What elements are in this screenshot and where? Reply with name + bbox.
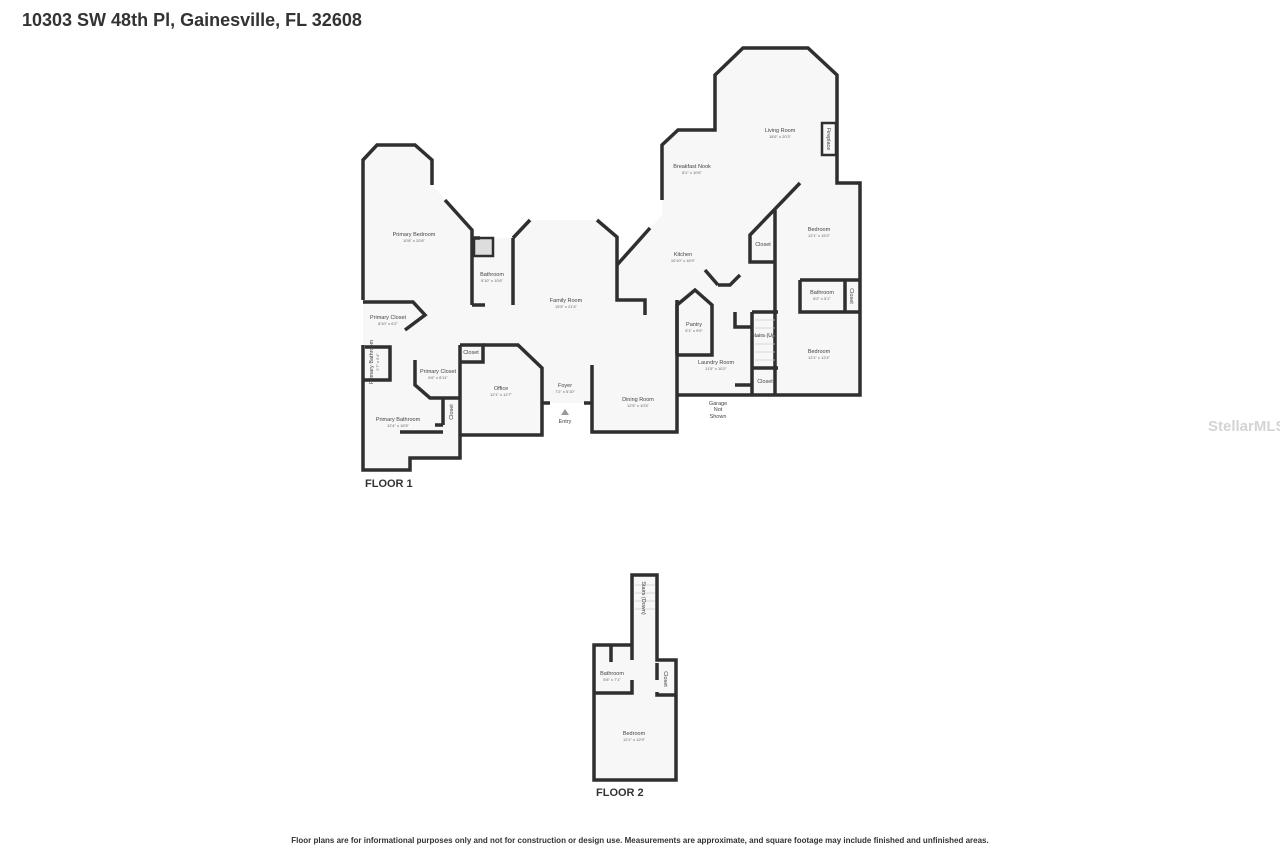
room-label: Primary Bathroom <box>369 339 375 384</box>
garage-note: Shown <box>710 414 727 420</box>
floor-1-label: FLOOR 1 <box>365 478 413 490</box>
room-dimension: 5'10" x 10'6" <box>481 278 504 283</box>
room-label: Bedroom <box>623 731 646 737</box>
room-label: Office <box>494 386 508 392</box>
room-label: Family Room <box>550 298 583 304</box>
room-dimension: 18'6" x 20'3" <box>769 134 792 139</box>
room-label: Living Room <box>765 128 796 134</box>
room-dimension: 8'1" x 10'6" <box>682 170 702 175</box>
room-dimension: 12'1" x 12'4" <box>808 355 831 360</box>
room-label: Foyer <box>558 383 572 389</box>
room-label: Stairs (Up) <box>751 333 777 339</box>
room-label: Closet <box>848 288 854 304</box>
room-label: Fireplace <box>825 128 831 151</box>
room-label: Bathroom <box>810 290 834 296</box>
room-dimension: 2'7" x 5'4" <box>375 353 380 371</box>
room-label: Primary Closet <box>420 369 457 375</box>
room-dimension: 12'1" x 12'7" <box>490 392 513 397</box>
room-dimension: 12'1" x 15'2" <box>808 233 831 238</box>
room-dimension: 6'6" x 8'11" <box>428 375 448 380</box>
room-dimension: 7'2" x 5'10" <box>555 389 575 394</box>
room-label: Closet <box>757 379 773 385</box>
room-dimension: 8'10" x 6'2" <box>378 321 398 326</box>
watermark: StellarMLS <box>1208 418 1280 435</box>
room-label: Pantry <box>686 322 702 328</box>
disclaimer: Floor plans are for informational purpos… <box>291 836 989 845</box>
room-label: Primary Bedroom <box>393 232 436 238</box>
garage-note: Garage <box>709 401 727 407</box>
entry-label: Entry <box>559 419 572 425</box>
room-dimension: 10'10" x 16'9" <box>671 258 696 263</box>
room-dimension: 5'1" x 9'0" <box>685 328 703 333</box>
garage-note: Not <box>714 407 723 413</box>
room-label: Bedroom <box>808 227 831 233</box>
property-address-title: 10303 SW 48th Pl, Gainesville, FL 32608 <box>22 10 362 30</box>
room-dimension: 12'4" x 16'5" <box>387 423 410 428</box>
room-dimension: 5'8" x 7'1" <box>603 677 621 682</box>
room-dimension: 15'5" x 21'4" <box>555 304 578 309</box>
room-dimension: 12'5" x 10'5" <box>627 403 650 408</box>
room-label: Bedroom <box>808 349 831 355</box>
room-label: Closet <box>662 671 668 687</box>
room-dimension: 11'5" x 10'2" <box>705 366 727 371</box>
entry-arrow-icon <box>561 409 569 415</box>
floor-1-plan <box>361 46 862 472</box>
room-label: Kitchen <box>674 252 692 258</box>
room-label: Closet <box>755 242 771 248</box>
floor-2-label: FLOOR 2 <box>596 787 644 799</box>
room-label: Laundry Room <box>698 360 734 366</box>
room-label: Dining Room <box>622 397 654 403</box>
room-label: Bathroom <box>480 272 504 278</box>
room-label: Primary Closet <box>370 315 407 321</box>
room-label: Stairs (Down) <box>640 581 646 614</box>
room-label: Primary Bathroom <box>376 417 421 423</box>
room-dimension: 10'8" x 20'6" <box>403 238 426 243</box>
room-label: Closet <box>449 404 455 420</box>
room-label: Breakfast Nook <box>673 164 711 170</box>
room-label: Closet <box>463 350 479 356</box>
room-dimension: 12'1" x 12'9" <box>623 737 646 742</box>
room-dimension: 8'2" x 5'1" <box>813 296 831 301</box>
room-label: Bathroom <box>600 671 624 677</box>
